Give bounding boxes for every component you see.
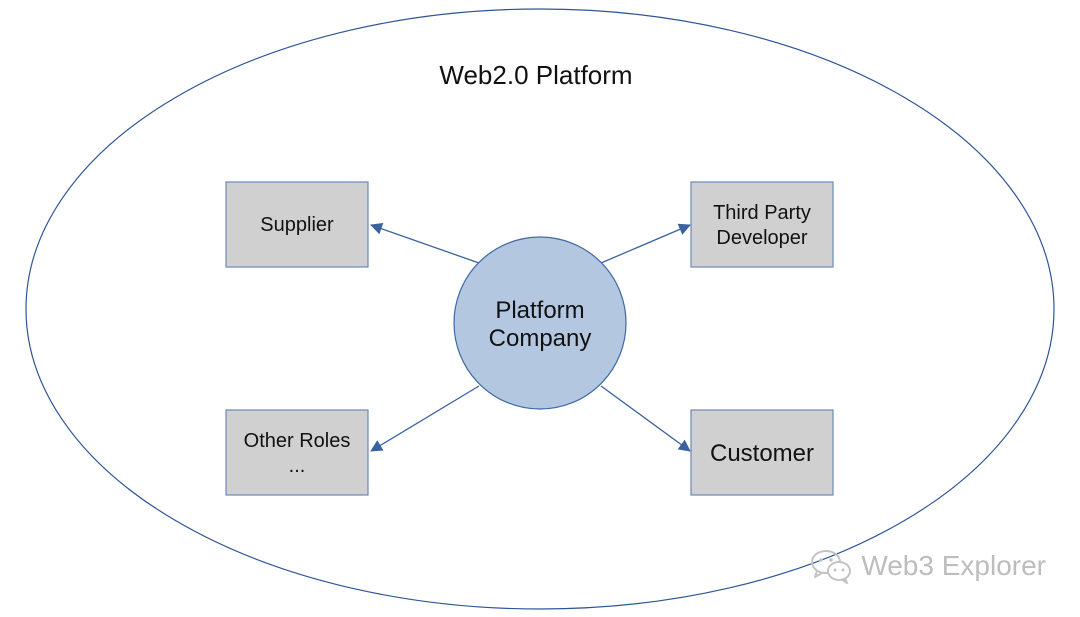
watermark: Web3 Explorer	[809, 548, 1046, 584]
center-node-label-line-2: Company	[489, 325, 592, 352]
node-customer: Customer	[690, 409, 834, 496]
edge-center-third-party-developer	[600, 223, 691, 264]
node-supplier-label: Supplier	[260, 214, 334, 236]
edge-center-supplier	[370, 222, 480, 264]
node-other-roles: Other Roles ...	[225, 409, 369, 496]
node-third-party-developer-label-line-1: Third Party	[713, 202, 811, 224]
edge-center-other-roles	[370, 385, 480, 452]
node-other-roles-label-line-2: ...	[289, 455, 306, 477]
node-supplier: Supplier	[225, 181, 369, 268]
node-other-roles-label-line-1: Other Roles	[244, 430, 351, 452]
center-node-label-line-1: Platform	[495, 297, 584, 324]
edge-center-customer	[600, 385, 691, 452]
platform-boundary-ellipse	[25, 8, 1055, 610]
node-third-party-developer: Third Party Developer	[690, 181, 834, 268]
node-customer-label: Customer	[710, 440, 814, 467]
center-node-platform-company: Platform Company	[453, 236, 627, 410]
wechat-icon	[811, 550, 852, 584]
node-third-party-developer-label-line-2: Developer	[716, 227, 808, 249]
watermark-text: Web3 Explorer	[861, 550, 1046, 581]
diagram-title: Web2.0 Platform	[439, 60, 632, 90]
